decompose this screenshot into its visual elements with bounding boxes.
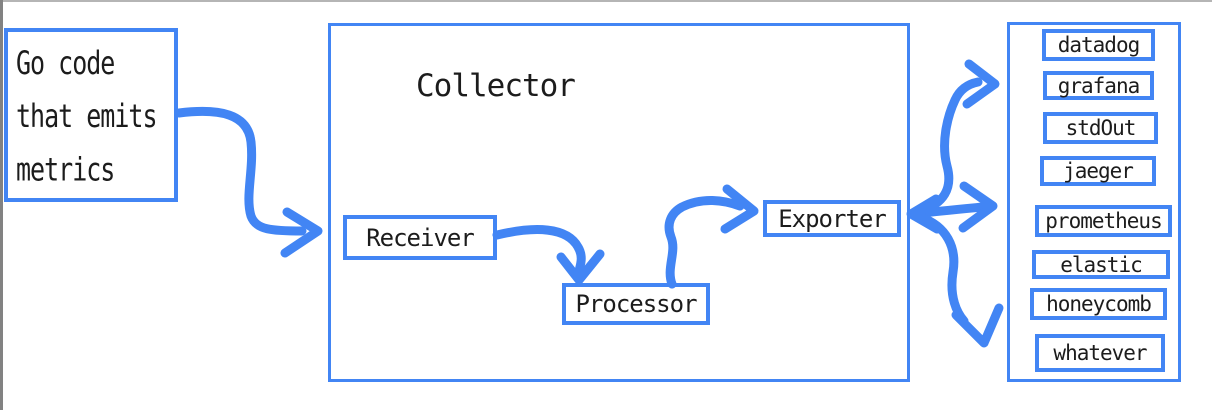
exporter-fanout-arrow — [906, 59, 1004, 348]
backend-label: elastic — [1060, 252, 1143, 277]
node-backend-stdout: stdOut — [1043, 112, 1158, 144]
source-to-collector-arrow — [174, 106, 323, 258]
node-backend-grafana: grafana — [1043, 71, 1154, 100]
node-exporter: Exporter — [763, 200, 901, 237]
arrow-shaft — [174, 106, 307, 236]
node-receiver: Receiver — [343, 215, 497, 260]
backend-label: grafana — [1057, 73, 1141, 98]
arrowhead-down-right-icon — [951, 303, 1004, 348]
arrowhead-right-icon — [280, 207, 323, 258]
arrowhead-right-icon — [958, 181, 998, 233]
node-backend-prometheus: prometheus — [1035, 205, 1172, 237]
arrowhead-right-icon — [962, 59, 1000, 109]
processor-label: Processor — [575, 290, 697, 318]
backend-label: prometheus — [1045, 209, 1162, 233]
backend-label: datadog — [1057, 33, 1141, 57]
node-go-code: Go code that emits metrics — [4, 28, 178, 202]
node-backend-datadog: datadog — [1042, 29, 1155, 61]
node-backends: datadog grafana stdOut jaeger prometheus… — [1007, 22, 1181, 382]
go-code-label: Go code that emits metrics — [16, 44, 158, 189]
node-backend-jaeger: jaeger — [1040, 156, 1156, 186]
node-processor: Processor — [562, 283, 710, 325]
receiver-label: Receiver — [366, 223, 475, 252]
exporter-label: Exporter — [778, 204, 887, 233]
node-backend-honeycomb: honeycomb — [1030, 288, 1167, 320]
collector-title: Collector — [416, 68, 576, 104]
arrowhead-left-icon — [906, 194, 942, 234]
backend-label: jaeger — [1063, 159, 1134, 183]
node-backend-elastic: elastic — [1032, 250, 1170, 279]
backend-label: honeycomb — [1046, 292, 1152, 316]
node-backend-whatever: whatever — [1035, 334, 1165, 372]
arrow-shaft-up — [915, 77, 983, 216]
backend-label: whatever — [1053, 341, 1147, 365]
node-collector: Collector Receiver Processor Exporter — [328, 23, 910, 382]
arrow-shaft-down — [915, 212, 969, 326]
left-frame-line — [0, 0, 3, 410]
top-frame-line — [0, 0, 1212, 2]
backend-label: stdOut — [1065, 116, 1137, 140]
arrow-shaft-middle — [910, 202, 988, 219]
